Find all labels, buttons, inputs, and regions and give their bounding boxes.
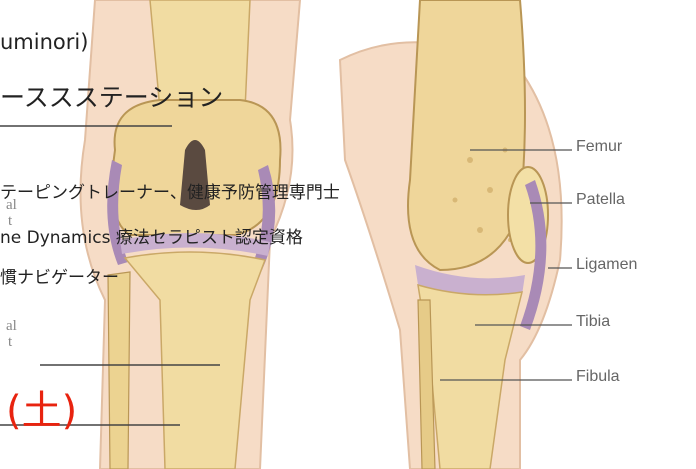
label-fragment-2: t <box>8 213 13 229</box>
ligament-label: Ligamen <box>576 256 638 273</box>
overlay-line-station: ーススステーション <box>0 83 224 112</box>
overlay-line-navigator: 慣ナビゲーター <box>0 268 119 288</box>
patella-label: Patella <box>576 191 625 208</box>
day-of-week-mark: (土) <box>6 388 78 434</box>
overlay-line-trainer: テーピングトレーナー、健康予防管理専門士 <box>0 183 340 203</box>
front-knee-view <box>0 0 302 469</box>
overlay-line-name: uminori) <box>0 30 89 54</box>
label-fragment-3: al <box>6 318 17 334</box>
side-knee-view <box>338 0 572 469</box>
fibula-label: Fibula <box>576 368 620 385</box>
tibia-label: Tibia <box>576 313 611 330</box>
label-fragment-4: t <box>8 334 13 350</box>
overlay-line-dynamics: ne Dynamics 療法セラピスト認定資格 <box>0 228 303 248</box>
label-fragment-1: al <box>6 197 17 213</box>
femur-label: Femur <box>576 138 623 155</box>
